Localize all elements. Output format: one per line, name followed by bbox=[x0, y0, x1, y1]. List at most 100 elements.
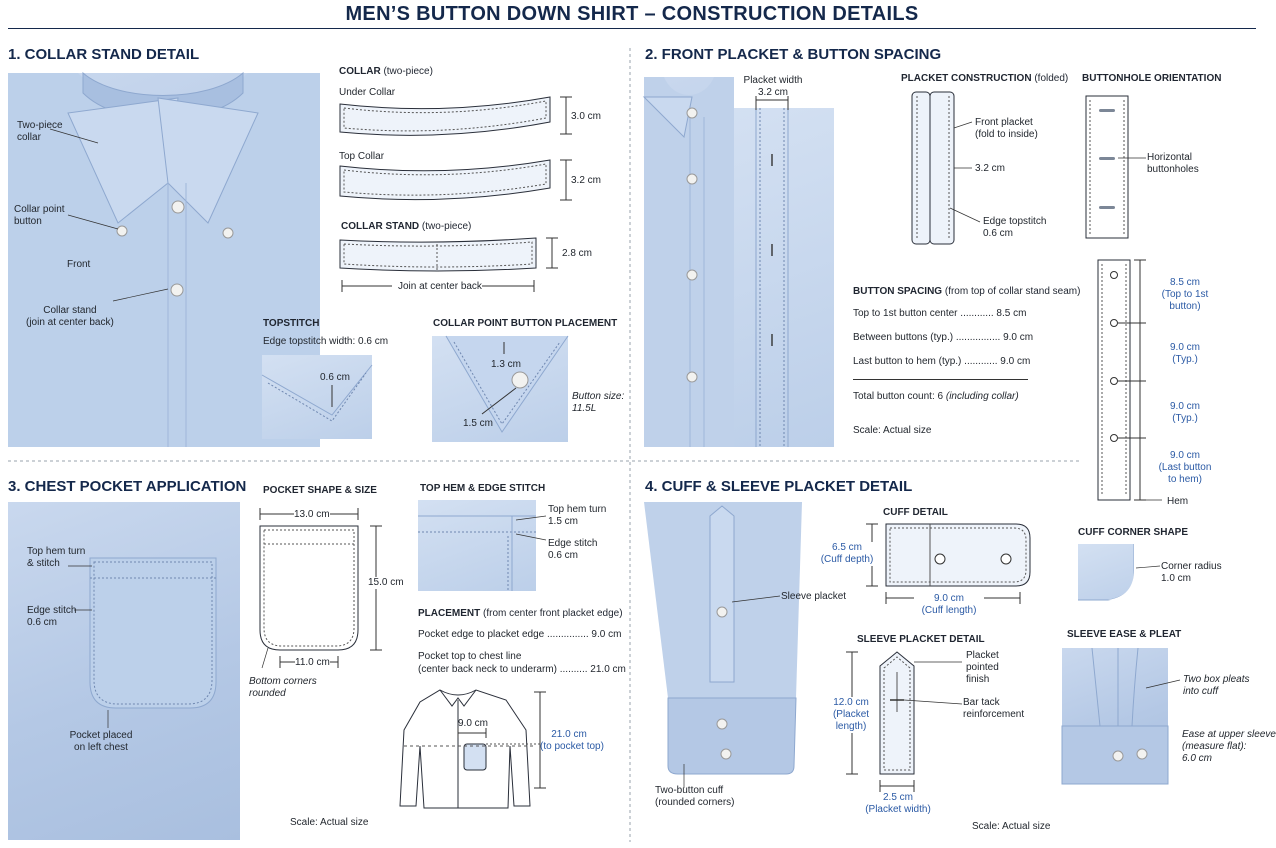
stand-dim: 2.8 cm bbox=[562, 248, 593, 259]
top-collar-dim: 3.2 cm bbox=[571, 175, 602, 186]
placement-title-text: PLACEMENT bbox=[418, 608, 481, 619]
pocket-width-bottom: 11.0 cm bbox=[295, 657, 330, 669]
s3-scale: Scale: Actual size bbox=[290, 817, 369, 828]
horizontal-buttonholes: Horizontal buttonholes bbox=[1147, 152, 1199, 175]
under-collar-dim: 3.0 cm bbox=[571, 111, 602, 122]
stand-title-text: COLLAR STAND bbox=[341, 221, 420, 232]
spd-title: SLEEVE PLACKET DETAIL bbox=[857, 634, 985, 645]
cuff-length: 9.0 cm (Cuff length) bbox=[914, 593, 984, 617]
tophem-title: TOP HEM & EDGE STITCH bbox=[420, 483, 546, 494]
spacing-title: BUTTON SPACING (from top of collar stand… bbox=[853, 286, 1080, 297]
placket-construction-title: PLACKET CONSTRUCTION (folded) bbox=[901, 73, 1068, 84]
spacing-title-text: BUTTON SPACING bbox=[853, 286, 943, 297]
sleeve-photo bbox=[644, 502, 802, 788]
tophem-turn: Top hem turn 1.5 cm bbox=[548, 504, 607, 527]
ease-text: Ease at upper sleeve (measure flat): 6.0… bbox=[1182, 729, 1276, 764]
two-button-cuff: Two-button cuff (rounded corners) bbox=[655, 785, 735, 808]
placket-width-label: Placket width bbox=[743, 75, 803, 86]
diag-dim-1: 9.0 cm bbox=[458, 718, 489, 729]
bottom-corners: Bottom corners rounded bbox=[249, 676, 317, 699]
total-count: Total button count: 6 (including collar) bbox=[853, 391, 1019, 403]
topstitch-title: TOPSTITCH bbox=[263, 318, 320, 329]
stand-title: COLLAR STAND (two-piece) bbox=[341, 221, 471, 232]
spacing-dim-1: 8.5 cm (Top to 1st button) bbox=[1161, 277, 1209, 312]
placket-width: 2.5 cm (Placket width) bbox=[865, 792, 931, 815]
pocket-photo-drawing bbox=[68, 557, 217, 728]
collar-photo bbox=[8, 71, 320, 447]
under-collar-label: Under Collar bbox=[339, 87, 396, 98]
cpb-title: COLLAR POINT BUTTON PLACEMENT bbox=[433, 318, 618, 329]
tophem-photo-drawing bbox=[418, 515, 547, 591]
cuff-title: CUFF DETAIL bbox=[883, 507, 948, 518]
total-count-note: (including collar) bbox=[945, 391, 1019, 402]
title-rule bbox=[8, 28, 1256, 29]
pc-title-text: PLACKET CONSTRUCTION bbox=[901, 73, 1032, 84]
total-count-text: Total button count: 6 bbox=[853, 391, 944, 402]
ease-photo-drawing bbox=[1061, 647, 1169, 785]
s2-scale: Scale: Actual size bbox=[853, 425, 932, 436]
ease-photo bbox=[1061, 647, 1169, 785]
hem-label: Hem bbox=[1167, 496, 1189, 507]
placement-row-2a: Pocket top to chest line bbox=[418, 651, 522, 662]
collar-title-note: (two-piece) bbox=[383, 66, 433, 77]
section-2-heading: 2. FRONT PLACKET & BUTTON SPACING bbox=[645, 46, 942, 63]
placement-title-note: (from center front placket edge) bbox=[483, 608, 623, 619]
corner-photo-drawing bbox=[1078, 544, 1148, 601]
sleeve-photo-drawing bbox=[644, 502, 802, 788]
placket-photo-drawing bbox=[755, 108, 789, 447]
label-edge-stitch: Edge stitch 0.6 cm bbox=[27, 605, 77, 628]
label-collar-point-button: Collar point button bbox=[14, 204, 65, 227]
spacing-row-3: Last button to hem (typ.) ............ 9… bbox=[853, 356, 1031, 367]
pc-dim: 3.2 cm bbox=[975, 163, 1006, 174]
topstitch-photo bbox=[261, 355, 373, 439]
topstitch-dim: 0.6 cm bbox=[320, 372, 351, 383]
buttonhole-title: BUTTONHOLE ORIENTATION bbox=[1082, 73, 1222, 84]
section-3-heading: 3. CHEST POCKET APPLICATION bbox=[8, 478, 247, 495]
s4-scale: Scale: Actual size bbox=[972, 821, 1051, 832]
collar-title: COLLAR (two-piece) bbox=[339, 66, 433, 77]
topstitch-photo-drawing bbox=[261, 364, 373, 422]
placket-photo bbox=[734, 108, 834, 447]
spacing-rule bbox=[853, 379, 1028, 380]
section-4-heading: 4. CUFF & SLEEVE PLACKET DETAIL bbox=[645, 478, 913, 495]
tophem-photo bbox=[418, 500, 547, 591]
sleeve-placket-label: Sleeve placket bbox=[781, 591, 847, 602]
label-front: Front bbox=[67, 259, 91, 270]
placket-pointed: Placket pointed finish bbox=[966, 650, 999, 685]
join-center-back: Join at center back bbox=[398, 281, 482, 292]
front-photo-drawing bbox=[642, 77, 734, 447]
button-size: Button size: 11.5L bbox=[572, 391, 625, 414]
placement-title: PLACEMENT (from center front placket edg… bbox=[418, 608, 623, 619]
cpb-dim1: 1.3 cm bbox=[491, 359, 522, 370]
label-pocket-placed: Pocket placed on left chest bbox=[69, 730, 133, 753]
cpb-photo-drawing bbox=[445, 335, 569, 433]
collar-photo-drawing bbox=[8, 71, 320, 447]
page-title: MEN’S BUTTON DOWN SHIRT – CONSTRUCTION D… bbox=[345, 3, 919, 25]
pocket-shape-title: POCKET SHAPE & SIZE bbox=[263, 485, 377, 496]
diag-dim-2: 21.0 cm (to pocket top) bbox=[540, 729, 604, 752]
topstitch-text: Edge topstitch width: 0.6 cm bbox=[263, 336, 389, 347]
label-two-piece-collar: Two-piece collar bbox=[17, 120, 63, 143]
pocket-photo bbox=[8, 502, 240, 840]
label-collar-stand: Collar stand (join at center back) bbox=[26, 305, 114, 328]
spacing-dim-2: 9.0 cm (Typ.) bbox=[1169, 342, 1200, 365]
spacing-row-2: Between buttons (typ.) ................ … bbox=[853, 332, 1034, 343]
pc-title-note: (folded) bbox=[1034, 73, 1069, 84]
placement-row-2b: (center back neck to underarm) .........… bbox=[418, 664, 626, 675]
front-placket-label: Front placket (fold to inside) bbox=[975, 117, 1038, 140]
pocket-width-top: 13.0 cm bbox=[294, 509, 330, 521]
corner-radius: Corner radius 1.0 cm bbox=[1161, 561, 1222, 584]
placement-row-1: Pocket edge to placket edge ............… bbox=[418, 629, 622, 640]
tophem-edge: Edge stitch 0.6 cm bbox=[548, 538, 598, 561]
bar-tack: Bar tack reinforcement bbox=[963, 697, 1025, 720]
